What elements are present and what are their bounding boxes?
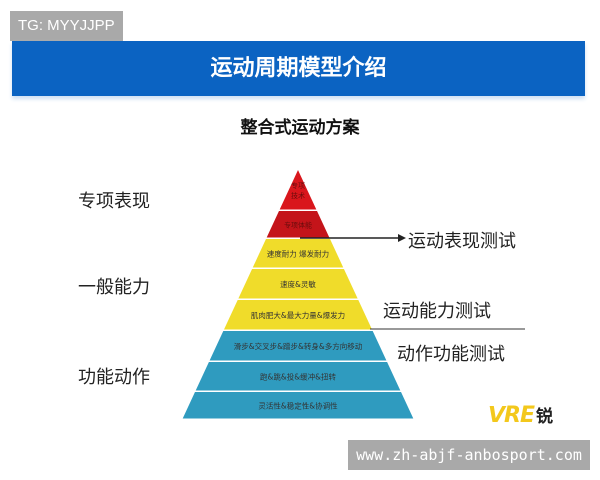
pyramid-layer	[182, 392, 414, 419]
right-label-function-test: 动作功能测试	[397, 344, 505, 365]
banner-title: 运动周期模型介绍	[12, 41, 585, 96]
pyramid-layer-label: 速度&灵敏	[280, 279, 316, 289]
left-label-functional: 功能动作	[78, 367, 150, 388]
pyramid-layer-label: 肌肉肥大&最大力量&爆发力	[251, 310, 345, 320]
pyramid-layer-label: 专项体能	[284, 220, 312, 229]
pyramid-layer	[279, 170, 317, 210]
watermark-top: TG: MYYJJPP	[10, 11, 123, 41]
logo-mark: ᐯRE	[488, 403, 535, 428]
left-label-specialty: 专项表现	[78, 191, 150, 212]
arrow-head-icon	[398, 234, 406, 242]
logo-text: 锐	[536, 407, 553, 427]
pyramid-layer-label: 灵活性&稳定性&协调性	[258, 400, 338, 410]
pyramid-layer	[238, 269, 358, 299]
pyramid-layer	[266, 211, 330, 238]
pyramid-layer-label: 跑&跳&投&缓冲&扭转	[260, 371, 336, 381]
pyramid-layer	[209, 331, 387, 361]
pyramid-layer-label: 滑步&交叉步&蹭步&转身&多方向移动	[234, 341, 363, 351]
left-label-general: 一般能力	[78, 277, 150, 298]
pyramid-layer	[195, 362, 401, 391]
watermark-bottom: www.zh-abjf-anbosport.com	[348, 440, 590, 470]
subtitle: 整合式运动方案	[240, 118, 360, 138]
pyramid-layer-label: 技术	[291, 191, 305, 200]
pyramid-layer-label: 专项	[291, 181, 305, 190]
pyramid-layer	[223, 300, 373, 330]
right-label-performance-test: 运动表现测试	[408, 231, 516, 252]
pyramid-layer-label: 速度耐力 爆发耐力	[267, 248, 329, 258]
right-label-ability-test: 运动能力测试	[383, 301, 491, 322]
pyramid-layer	[252, 239, 344, 268]
